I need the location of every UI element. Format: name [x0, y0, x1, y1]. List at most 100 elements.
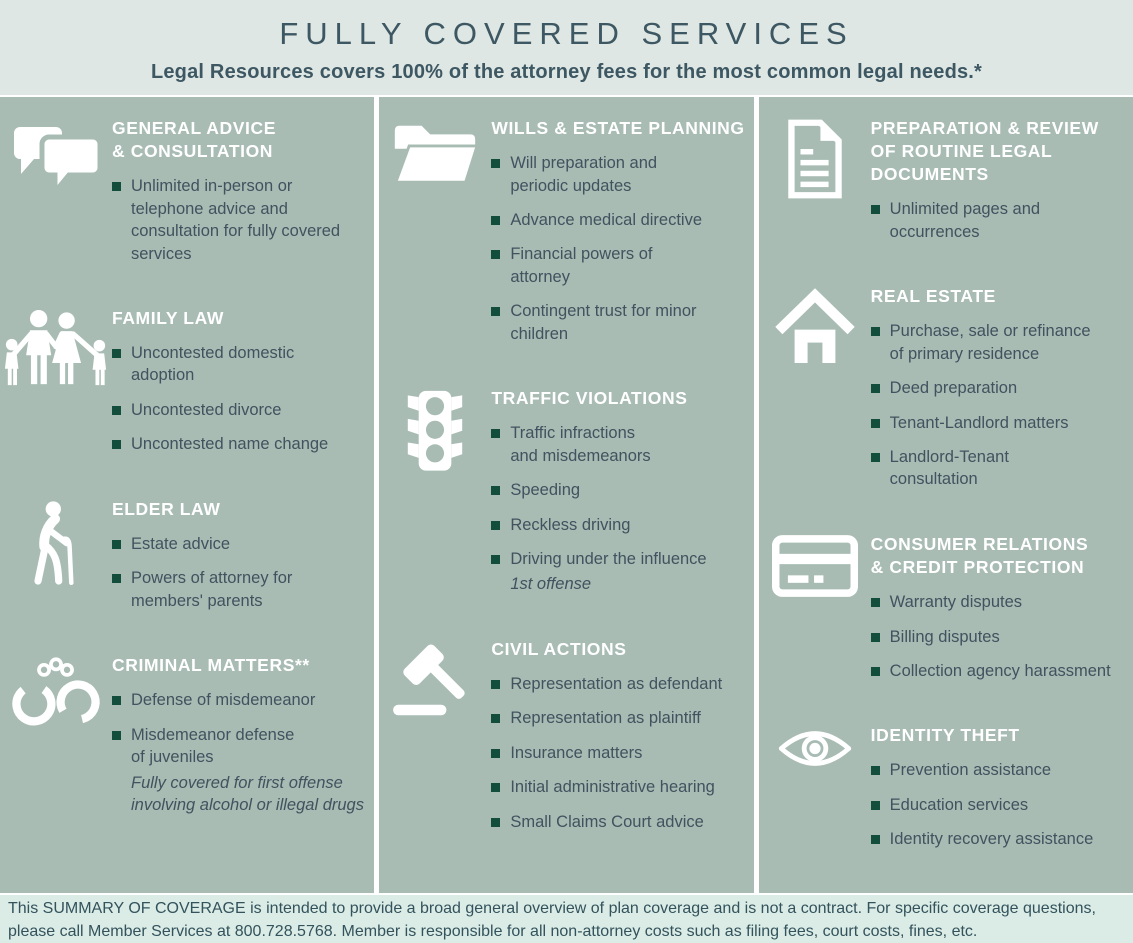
bullet-square-icon — [870, 327, 880, 337]
service-section: WILLS & ESTATE PLANNING Will preparation… — [379, 117, 753, 357]
bullet-square-icon — [491, 783, 501, 793]
list-item-body: Prevention assistance — [890, 759, 1051, 781]
family-icon — [4, 309, 107, 386]
list-item-text: Warranty disputes — [889, 593, 1023, 612]
footer-disclaimer: This SUMMARY OF COVERAGE is intended to … — [0, 894, 1133, 943]
list-item-text: Estate advice — [131, 534, 231, 553]
list-item-text: Unlimited pages and occurrences — [889, 200, 1041, 241]
list-item: Misdemeanor defense of juveniles Fully c… — [112, 724, 366, 817]
list-item-body: Landlord-Tenant consultation — [890, 446, 1009, 491]
list-item-text: Representation as defendant — [510, 674, 723, 693]
service-section: GENERAL ADVICE & CONSULTATION Unlimited … — [0, 117, 374, 277]
list-item-text: Representation as plaintiff — [510, 709, 701, 728]
section-items: Defense of misdemeanor Misdemeanor defen… — [112, 689, 366, 816]
list-item: Uncontested domestic adoption — [112, 342, 366, 387]
list-item: Insurance matters — [491, 742, 745, 764]
page-subtitle: Legal Resources covers 100% of the attor… — [150, 61, 983, 83]
list-item: Will preparation and periodic updates — [491, 152, 745, 197]
section-icon-cell — [0, 654, 112, 828]
section-title: CIVIL ACTIONS — [491, 638, 627, 659]
bullet-square-icon — [112, 405, 121, 415]
list-item-text: Prevention assistance — [889, 761, 1052, 780]
list-item: Deed preparation — [870, 377, 1125, 399]
list-item: Identity recovery assistance — [870, 828, 1125, 850]
section-title: ELDER LAW — [112, 498, 221, 519]
section-content: FAMILY LAW Uncontested domestic adoption… — [112, 307, 374, 468]
bullet-square-icon — [112, 539, 121, 549]
list-item-text: Reckless driving — [510, 515, 631, 534]
bullet-square-icon — [870, 800, 880, 810]
section-items: Uncontested domestic adoption Unconteste… — [112, 342, 366, 456]
service-section: FAMILY LAW Uncontested domestic adoption… — [0, 307, 374, 468]
bullet-square-icon — [112, 349, 121, 359]
list-item: Landlord-Tenant consultation — [870, 446, 1125, 491]
list-item-text: Advance medical directive — [510, 210, 703, 229]
list-item: Purchase, sale or refinance of primary r… — [870, 320, 1125, 365]
bullet-square-icon — [870, 205, 880, 215]
list-item: Speeding — [491, 479, 745, 501]
list-item-text: Speeding — [510, 481, 581, 500]
list-item-body: Uncontested divorce — [131, 399, 281, 421]
list-item-body: Traffic infractions and misdemeanors — [510, 422, 650, 467]
section-items: Representation as defendant Representati… — [491, 673, 745, 833]
section-content: ELDER LAW Estate advice Powers of attorn… — [112, 498, 374, 624]
section-title: CONSUMER RELATIONS & CREDIT PROTECTION — [870, 533, 1089, 577]
bullet-square-icon — [491, 159, 501, 169]
folder-icon — [394, 125, 480, 184]
section-icon-cell — [379, 638, 491, 845]
list-item-text: Initial administrative hearing — [510, 778, 715, 797]
list-item-text: Purchase, sale or refinance of primary r… — [889, 322, 1091, 363]
list-item-body: Driving under the influence 1st offense — [510, 548, 706, 596]
elder-cane-icon — [34, 501, 74, 585]
list-item-body: Warranty disputes — [890, 591, 1022, 613]
list-item-text: Uncontested divorce — [131, 400, 282, 419]
bullet-square-icon — [870, 666, 880, 676]
list-item-body: Billing disputes — [890, 626, 1000, 648]
column: WILLS & ESTATE PLANNING Will preparation… — [379, 97, 754, 893]
list-item-body: Will preparation and periodic updates — [510, 152, 657, 197]
section-icon-cell — [0, 498, 112, 624]
list-item: Traffic infractions and misdemeanors — [491, 422, 745, 467]
list-item-body: Initial administrative hearing — [510, 776, 715, 798]
list-item-body: Collection agency harassment — [890, 660, 1111, 682]
section-icon-cell — [379, 117, 491, 357]
list-item-body: Purchase, sale or refinance of primary r… — [890, 320, 1091, 365]
section-items: Will preparation and periodic updates Ad… — [491, 152, 745, 345]
service-section: CIVIL ACTIONS Representation as defendan… — [379, 638, 753, 845]
handcuffs-icon — [12, 657, 100, 726]
section-items: Purchase, sale or refinance of primary r… — [870, 320, 1125, 491]
list-item-text: Financial powers of attorney — [510, 245, 653, 286]
list-item-text: Landlord-Tenant consultation — [889, 448, 1009, 489]
bullet-square-icon — [112, 182, 121, 192]
bullet-square-icon — [491, 714, 501, 724]
list-item-text: Traffic infractions and misdemeanors — [510, 424, 651, 465]
section-title: PREPARATION & REVIEW OF ROUTINE LEGAL DO… — [870, 118, 1099, 185]
item-note: Fully covered for first offense involvin… — [131, 773, 364, 815]
section-title: FAMILY LAW — [112, 307, 224, 328]
list-item: Representation as plaintiff — [491, 707, 745, 729]
section-content: TRAFFIC VIOLATIONS Traffic infractions a… — [491, 387, 753, 608]
list-item-body: Identity recovery assistance — [890, 828, 1094, 850]
section-title: WILLS & ESTATE PLANNING — [491, 118, 745, 138]
list-item-body: Uncontested name change — [131, 433, 328, 455]
list-item-body: Representation as defendant — [510, 673, 722, 695]
list-item-body: Unlimited in-person or telephone advice … — [131, 175, 340, 265]
bullet-square-icon — [870, 384, 880, 394]
service-section: CRIMINAL MATTERS** Defense of misdemeano… — [0, 654, 374, 828]
eye-icon — [778, 731, 851, 767]
list-item: Uncontested divorce — [112, 399, 366, 421]
list-item-text: Deed preparation — [889, 379, 1018, 398]
section-icon-cell — [759, 117, 871, 255]
section-title: CRIMINAL MATTERS** — [112, 655, 310, 676]
section-content: IDENTITY THEFT Prevention assistance Edu… — [870, 724, 1133, 862]
list-item-body: Powers of attorney for members' parents — [131, 567, 292, 612]
section-title: TRAFFIC VIOLATIONS — [491, 388, 688, 409]
section-items: Unlimited pages and occurrences — [870, 198, 1125, 243]
list-item-body: Uncontested domestic adoption — [131, 342, 294, 387]
bullet-square-icon — [870, 453, 880, 462]
list-item-body: Financial powers of attorney — [510, 243, 652, 288]
list-item-text: Will preparation and periodic updates — [510, 154, 658, 195]
list-item-body: Deed preparation — [890, 377, 1018, 399]
section-content: CIVIL ACTIONS Representation as defendan… — [491, 638, 753, 845]
